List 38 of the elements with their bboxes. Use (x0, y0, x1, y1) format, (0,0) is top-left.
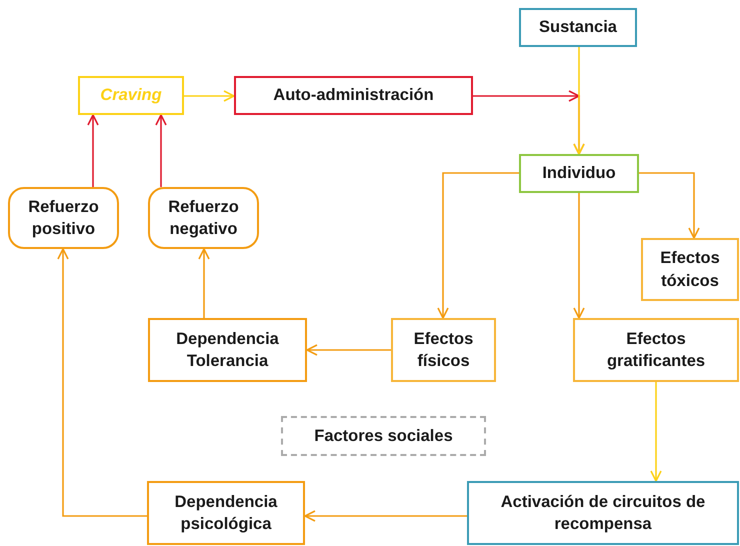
arrow (639, 172, 700, 239)
node-label: Auto-administración (273, 85, 434, 106)
node-label: Factores sociales (314, 426, 453, 447)
arrow (198, 248, 210, 318)
process-box (519, 154, 639, 193)
arrow (57, 248, 147, 517)
rounded-box (148, 187, 259, 249)
arrow (87, 114, 99, 187)
process-box (148, 318, 307, 382)
arrow (184, 90, 235, 102)
node-label: Refuerzo positivo (27, 196, 100, 240)
process-box (78, 76, 184, 115)
arrow (650, 382, 662, 482)
node-label: Efectos físicos (412, 328, 474, 372)
arrow (437, 172, 519, 319)
node-label: Efectos gratificantes (606, 328, 706, 372)
node-label: Dependencia psicológica (174, 492, 278, 535)
process-box (467, 481, 739, 545)
node-label: Refuerzo negativo (167, 196, 240, 240)
node-label: Craving (100, 85, 162, 106)
process-box (573, 318, 739, 382)
node-label: Efectos tóxicos (659, 248, 721, 292)
process-box (234, 76, 473, 115)
arrow (573, 47, 585, 155)
arrow (573, 193, 585, 319)
node-label: Individuo (542, 163, 616, 184)
node-label: Dependencia Tolerancia (175, 328, 280, 372)
node-label: Sustancia (539, 17, 617, 38)
dashed-box (281, 416, 486, 456)
process-box (519, 8, 637, 47)
arrow (306, 344, 391, 356)
rounded-box (8, 187, 119, 249)
arrow (304, 510, 467, 522)
node-label: Activación de circuitos de recompensa (500, 492, 706, 535)
process-box (147, 481, 305, 545)
arrow (155, 114, 167, 187)
process-box (641, 238, 739, 301)
process-box (391, 318, 496, 382)
